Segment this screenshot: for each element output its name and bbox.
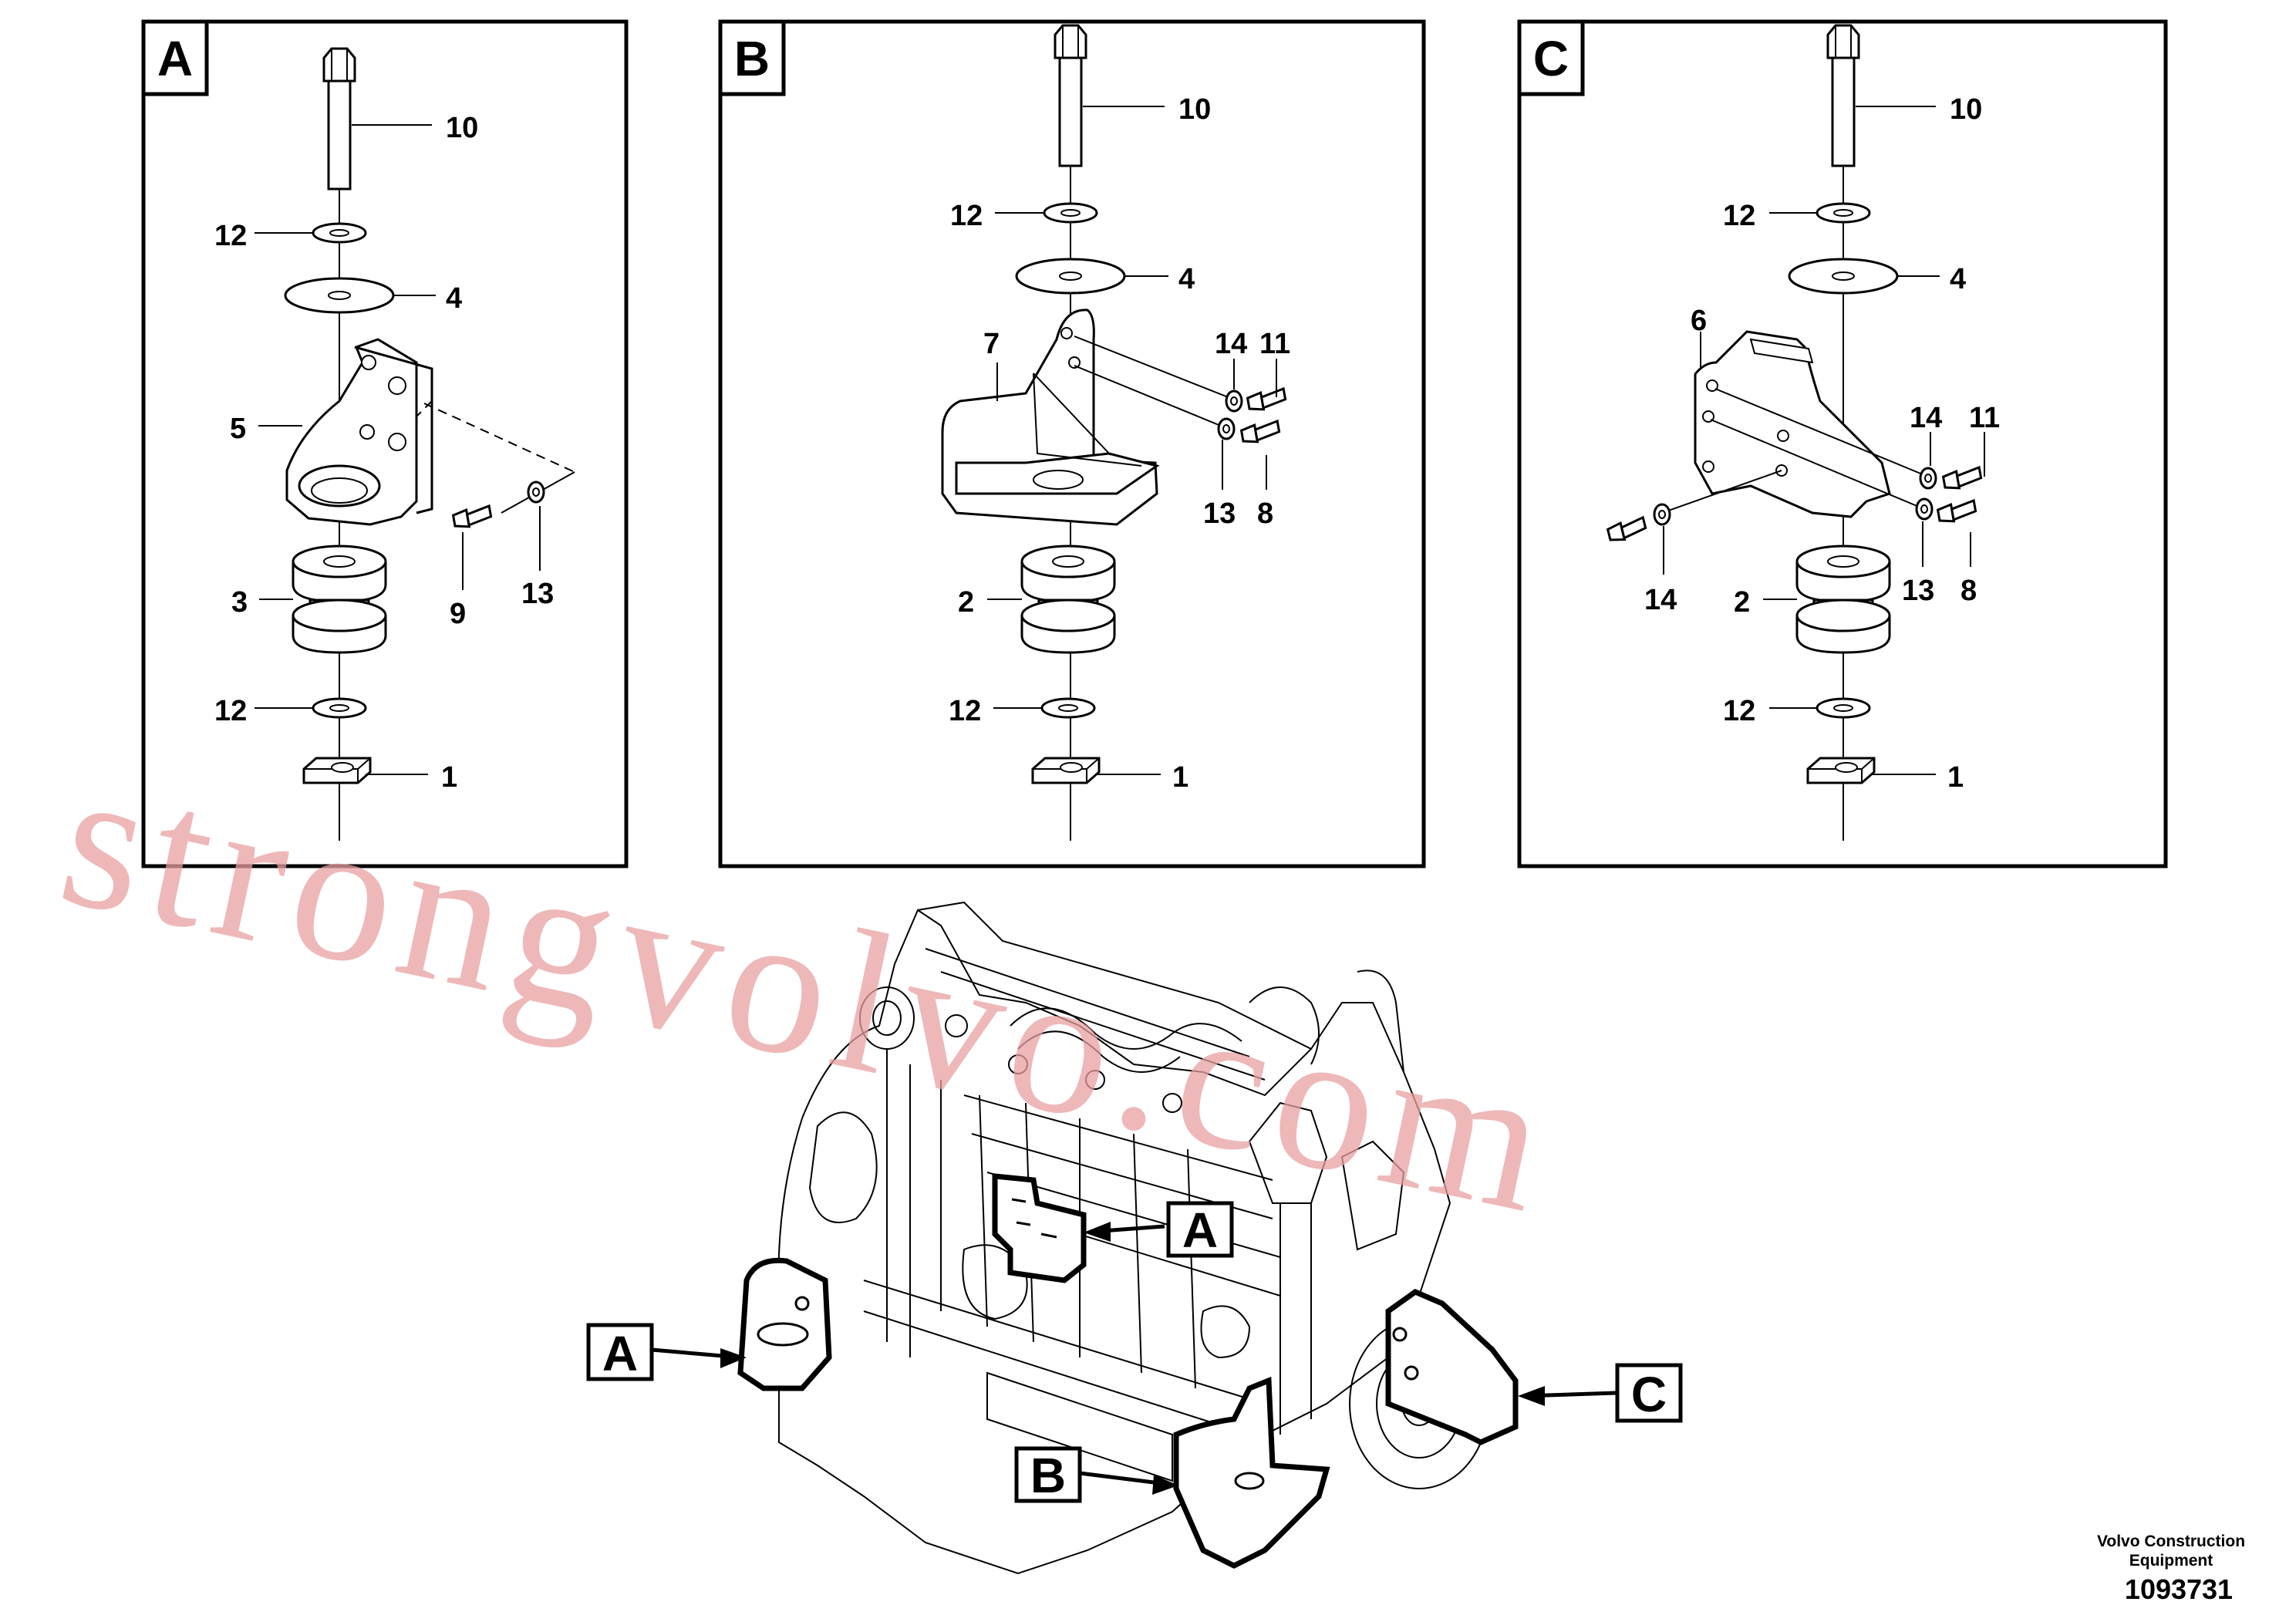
washer [1653,503,1671,526]
engine-label-a: A [1182,1202,1218,1258]
callout-4: 4 [1950,263,1966,295]
callout-4: 4 [446,282,462,315]
panel-c-frame [1517,19,2168,868]
callout-10: 10 [1950,93,1982,126]
engine-label-c: C [1631,1367,1667,1422]
callout-12: 12 [1723,695,1755,727]
engine-mount-c [1385,1289,1519,1445]
washer [1915,497,1934,521]
screw [1239,420,1282,446]
washer [1919,467,1937,490]
figure-number: 1093731 [2124,1573,2234,1605]
callout-8: 8 [1257,497,1273,530]
bolt [1054,24,1087,167]
footer-company: Volvo Construction Equipment [2082,1532,2260,1570]
engine-mount-b [1173,1376,1330,1569]
callout-12: 12 [950,200,983,232]
callout-13: 13 [1203,497,1236,530]
callout-2: 2 [1734,586,1750,619]
callout-12: 12 [214,220,247,252]
washer [1040,697,1096,719]
screw [1246,387,1288,413]
engine-callout-b: B [1014,1446,1178,1503]
callout-7: 7 [983,328,1000,360]
washer [1043,202,1098,224]
assembly-line [416,400,433,417]
washer [1217,417,1236,440]
engine-callout-a-upper: A [1084,1201,1234,1258]
panel-c: C 10 12 4 6 [1517,19,2168,868]
callout-14: 14 [1644,584,1677,616]
nut [1806,757,1876,784]
panel-b-letter: B [734,31,770,86]
callout-10: 10 [446,112,478,144]
engine-callout-c: C [1518,1363,1683,1423]
washer [312,222,367,244]
watermark: strongvolvo.com [45,724,1573,1256]
engine-callout-a-lower: A [586,1323,747,1381]
callout-6: 6 [1691,305,1707,337]
callout-13: 13 [521,578,554,610]
washer [1225,389,1243,413]
callout-9: 9 [450,598,466,630]
callout-1: 1 [1947,761,1964,794]
callout-13: 13 [1902,575,1934,607]
cushion [292,545,387,654]
panel-c-letter-box [1517,19,1585,96]
side-washer [527,481,545,504]
panel-a-letter-box [141,19,209,96]
callout-12: 12 [949,695,981,727]
washer [312,697,367,719]
washer [1816,202,1871,224]
plate-washer [1788,258,1899,295]
callout-2: 2 [958,586,974,619]
callout-11: 11 [1259,328,1290,360]
callout-14: 14 [1910,402,1942,434]
cushion [1795,545,1891,654]
nut [1031,757,1101,784]
bracket [1694,330,1891,518]
cushion [1020,545,1116,654]
plate-washer [284,277,395,314]
bracket [941,309,1160,526]
callout-11: 11 [1969,402,2000,434]
callout-5: 5 [230,413,246,445]
screw [1606,516,1649,545]
panel-a: A 10 12 4 5 3 [141,19,629,868]
engine-mount-a-lower [737,1257,832,1391]
company-line-2: Equipment [2129,1552,2213,1570]
callout-1: 1 [441,761,457,794]
engine-label-a: A [602,1326,638,1381]
callout-10: 10 [1178,93,1211,126]
callout-14: 14 [1215,328,1247,360]
panel-a-letter: A [157,31,193,86]
callout-1: 1 [1172,761,1188,794]
screw [451,504,494,531]
callout-12: 12 [1723,200,1755,232]
screw [1941,466,1984,492]
panel-c-letter: C [1533,31,1569,86]
washer [1816,697,1871,719]
engine-label-b: B [1030,1448,1066,1503]
plate-washer [1015,258,1126,295]
bolt [322,47,356,191]
panel-b-letter-box [718,19,786,96]
screw [1936,499,1978,525]
panel-b: B 10 12 4 7 14 [718,19,1426,868]
assembly-line [423,403,575,473]
callout-4: 4 [1178,263,1195,295]
company-line-1: Volvo Construction [2096,1533,2246,1550]
engine-mount-a-upper [992,1173,1087,1283]
callout-12: 12 [214,695,247,727]
panel-a-frame [141,19,629,868]
callout-3: 3 [231,586,248,619]
panel-b-frame [718,19,1426,868]
bracket [285,338,433,526]
bolt [1826,24,1860,167]
callout-8: 8 [1961,575,1977,607]
